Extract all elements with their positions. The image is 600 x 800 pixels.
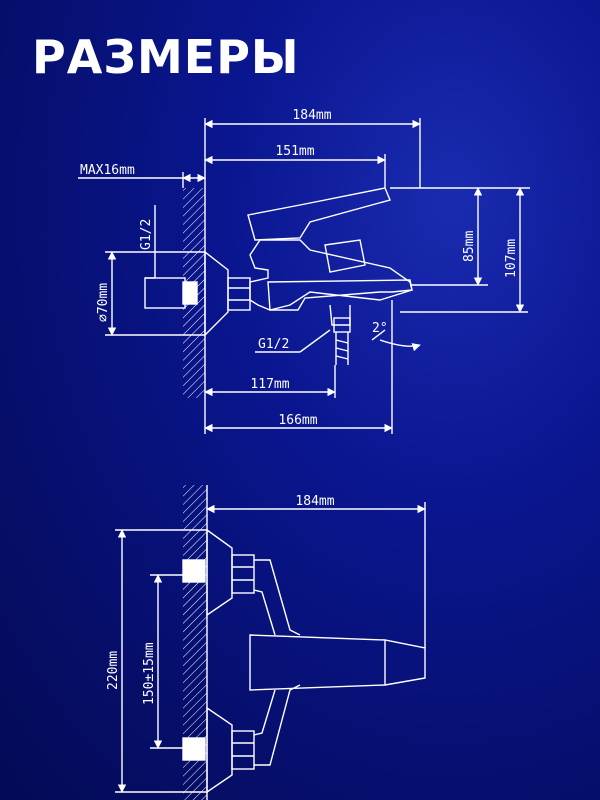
top-inlet [182, 559, 206, 583]
bottom-nut [231, 730, 255, 770]
front-view-labels: 184mm 220mm 150±15mm [106, 494, 335, 705]
label-151: 151mm [275, 144, 314, 159]
label-166: 166mm [278, 413, 317, 428]
label-diameter: ⌀70mm [96, 283, 111, 322]
label-117: 117mm [250, 377, 289, 392]
front-view [115, 485, 426, 800]
label-150: 150±15mm [142, 642, 157, 705]
spout [267, 279, 413, 311]
label-184-top: 184mm [292, 108, 331, 123]
label-184-front: 184mm [295, 494, 334, 509]
front-body [249, 634, 426, 691]
lower-arm [254, 684, 301, 766]
top-nut [231, 554, 255, 594]
label-max16: MAX16mm [80, 163, 135, 178]
inlet-pipe [144, 277, 186, 309]
label-220: 220mm [106, 651, 121, 690]
bottom-escutcheon [206, 706, 233, 794]
escutcheon [204, 250, 229, 337]
bottom-inlet [182, 737, 206, 761]
nut [227, 277, 251, 311]
top-escutcheon [206, 528, 233, 617]
hose-nut [333, 317, 351, 333]
label-g12-bottom: G1/2 [258, 337, 289, 352]
label-107: 107mm [504, 239, 519, 278]
side-view-labels: 184mm 151mm MAX16mm G1/2 ⌀70mm 85mm 107m… [80, 108, 519, 428]
hose-outlet [329, 304, 351, 326]
lever [247, 187, 391, 241]
label-angle: 2° [372, 321, 388, 336]
page-title: РАЗМЕРЫ [32, 30, 300, 84]
inlet-block [182, 281, 198, 305]
label-g12-top: G1/2 [139, 219, 154, 250]
label-85: 85mm [462, 231, 477, 262]
mixer-body [249, 239, 413, 311]
side-view [78, 118, 530, 434]
upper-arm [254, 559, 301, 636]
diverter-knob [324, 239, 366, 273]
